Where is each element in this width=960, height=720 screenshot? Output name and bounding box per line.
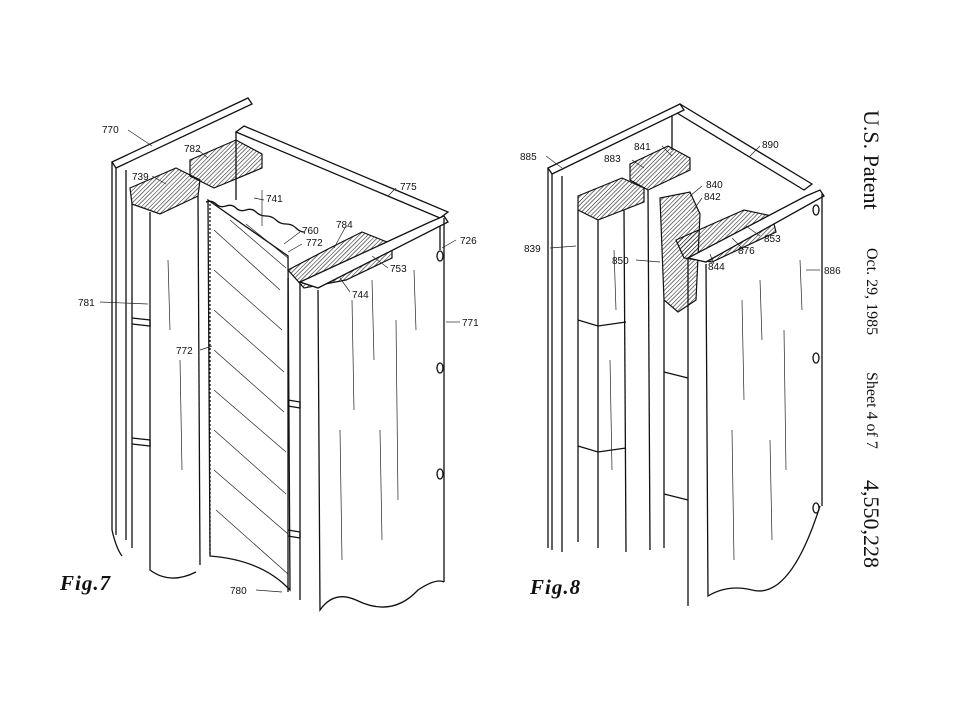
figure-8-drawing bbox=[545, 103, 825, 606]
ref-775: 775 bbox=[400, 182, 417, 193]
ref-840: 840 bbox=[706, 180, 723, 191]
ref-771: 771 bbox=[462, 318, 479, 329]
ref-744: 744 bbox=[352, 290, 369, 301]
ref-885: 885 bbox=[520, 152, 537, 163]
ref-741: 741 bbox=[266, 194, 283, 205]
sheet-number: Sheet 4 of 7 bbox=[863, 372, 880, 449]
ref-850: 850 bbox=[612, 256, 629, 267]
patent-number: 4,550,228 bbox=[859, 480, 884, 568]
ref-839: 839 bbox=[524, 244, 541, 255]
ref-780: 780 bbox=[230, 586, 247, 597]
ref-753: 753 bbox=[390, 264, 407, 275]
ref-782: 782 bbox=[184, 144, 201, 155]
ref-883: 883 bbox=[604, 154, 621, 165]
ref-842: 842 bbox=[704, 192, 721, 203]
ref-886: 886 bbox=[824, 266, 841, 277]
figure-7-label: Fig.7 bbox=[59, 571, 112, 595]
ref-760: 760 bbox=[302, 226, 319, 237]
ref-726: 726 bbox=[460, 236, 477, 247]
ref-876: 876 bbox=[738, 246, 755, 257]
ref-772: 772 bbox=[176, 346, 193, 357]
ref-841: 841 bbox=[634, 142, 651, 153]
ref-772-top: 772 bbox=[306, 238, 323, 249]
patent-header: U.S. Patent Oct. 29, 1985 Sheet 4 of 7 4… bbox=[840, 110, 920, 590]
ref-781: 781 bbox=[78, 298, 95, 309]
patent-label: U.S. Patent bbox=[859, 110, 884, 210]
ref-844: 844 bbox=[708, 262, 725, 273]
figure-8-label: Fig.8 bbox=[529, 575, 581, 599]
patent-date: Oct. 29, 1985 bbox=[863, 248, 880, 336]
ref-739: 739 bbox=[132, 172, 149, 183]
ref-770: 770 bbox=[102, 125, 119, 136]
ref-890: 890 bbox=[762, 140, 779, 151]
figure-7-drawing bbox=[99, 97, 460, 613]
ref-784: 784 bbox=[336, 220, 353, 231]
ref-853: 853 bbox=[764, 234, 781, 245]
